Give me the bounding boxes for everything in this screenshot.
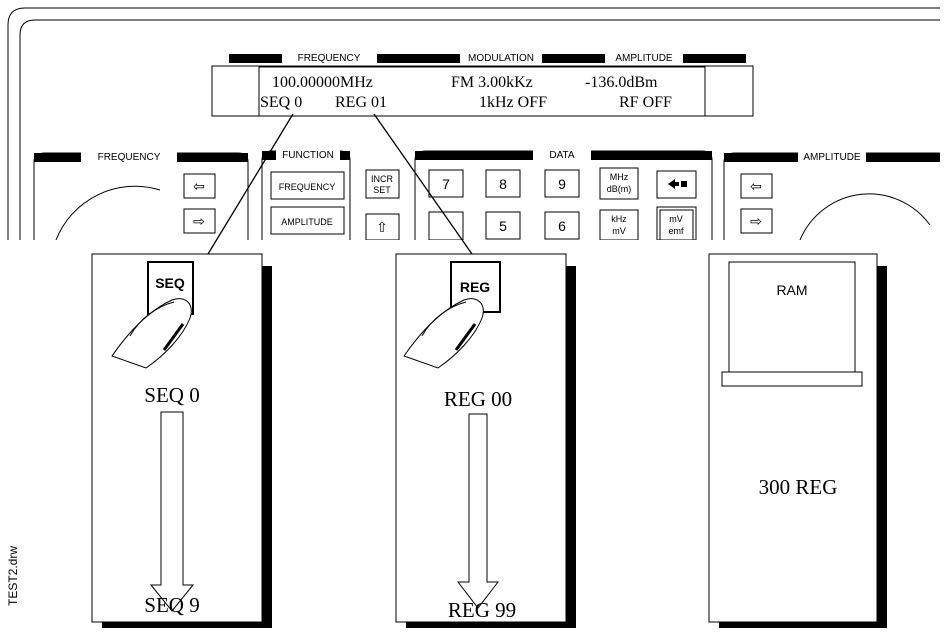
left-arrow-icon: ⇦ xyxy=(193,178,205,194)
reg-end-label: REG 99 xyxy=(448,598,516,622)
display-mod-status: 1kHz OFF xyxy=(479,94,547,111)
mhz-key-line2: dB(m) xyxy=(607,184,632,194)
amplitude-knob[interactable] xyxy=(799,193,931,241)
seq-end-label: SEQ 9 xyxy=(144,593,199,617)
finger-icon xyxy=(111,298,192,369)
seq-key-label: SEQ xyxy=(155,275,185,291)
data-panel-label: DATA xyxy=(549,150,575,161)
frequency-panel: FREQUENCY ⇦ ⇨ xyxy=(33,150,249,241)
key-8-label: 8 xyxy=(499,176,507,192)
frequency-function-key[interactable] xyxy=(270,171,345,200)
frequency-function-key-label: FREQUENCY xyxy=(279,182,336,192)
display-header: FREQUENCY MODULATION AMPLITUDE xyxy=(229,51,746,64)
display-seq: SEQ 0 xyxy=(260,94,302,111)
lcd-display: 100.00000MHz FM 3.00kKz -136.0dBm SEQ 0 … xyxy=(211,65,754,117)
key-5[interactable] xyxy=(485,211,521,240)
key-6[interactable] xyxy=(544,211,580,240)
reg-card: REG REG 00 REG 99 xyxy=(395,253,576,628)
display-header-amplitude: AMPLITUDE xyxy=(615,53,673,64)
amplitude-panel: AMPLITUDE ⇦ ⇨ xyxy=(723,150,940,241)
down-arrow-icon xyxy=(149,411,195,612)
function-panel: FUNCTION FREQUENCY AMPLITUDE INCR SET ⇧ xyxy=(261,148,400,241)
seq-card: SEQ SEQ 0 SEQ 9 xyxy=(91,253,272,628)
frequency-panel-label: FREQUENCY xyxy=(98,152,161,163)
display-frequency: 100.00000MHz xyxy=(272,74,373,91)
display-reg: REG 01 xyxy=(335,94,387,111)
ram-card: RAM 300 REG xyxy=(708,253,887,628)
seq-start-label: SEQ 0 xyxy=(144,383,199,407)
khz-key[interactable] xyxy=(599,209,639,241)
backspace-icon xyxy=(668,179,687,189)
amplitude-function-key-label: AMPLITUDE xyxy=(281,217,333,227)
ram-label: RAM xyxy=(776,282,807,298)
mv-key-line1: mV xyxy=(669,214,683,224)
seq-callout-line xyxy=(207,113,294,255)
finger-icon xyxy=(403,298,484,369)
amplitude-left-button[interactable] xyxy=(740,173,773,199)
reg-callout-line xyxy=(373,113,473,255)
mhz-key-line1: MHz xyxy=(610,172,629,182)
display-modulation: FM 3.00kKz xyxy=(451,74,533,91)
frequency-right-button[interactable] xyxy=(183,208,216,234)
ram-capacity-label: 300 REG xyxy=(759,475,838,499)
reg-key-label: REG xyxy=(460,279,490,295)
function-panel-label: FUNCTION xyxy=(282,150,334,161)
instrument-outline xyxy=(7,7,940,240)
key-9-label: 9 xyxy=(558,176,566,192)
amplitude-panel-label: AMPLITUDE xyxy=(803,152,861,163)
frequency-knob[interactable] xyxy=(55,185,161,241)
incr-set-key[interactable] xyxy=(365,169,400,199)
mv-emf-key[interactable] xyxy=(656,206,697,241)
display-rf-status: RF OFF xyxy=(619,94,672,111)
display-amplitude: -136.0dBm xyxy=(585,74,658,91)
amplitude-right-button[interactable] xyxy=(740,208,773,234)
key-9[interactable] xyxy=(544,169,580,198)
display-header-modulation: MODULATION xyxy=(468,53,534,64)
reg-start-label: REG 00 xyxy=(444,387,512,411)
key-6-label: 6 xyxy=(558,218,566,234)
mv-key-line2: emf xyxy=(668,226,684,236)
frequency-left-button[interactable] xyxy=(183,173,216,199)
incr-set-key-line2: SET xyxy=(373,185,391,195)
data-panel: DATA 7 8 9 MHz dB(m) 5 6 kHz mV mV emf xyxy=(414,148,713,241)
up-arrow-icon: ⇧ xyxy=(376,219,388,235)
key-7-label: 7 xyxy=(442,176,450,192)
amplitude-function-key[interactable] xyxy=(270,206,345,235)
right-arrow-icon: ⇨ xyxy=(193,213,205,229)
ram-chip-icon xyxy=(721,261,863,387)
key-8[interactable] xyxy=(485,169,521,198)
incr-set-key-line1: INCR xyxy=(371,174,393,184)
key-7[interactable] xyxy=(428,169,464,198)
display-header-frequency: FREQUENCY xyxy=(298,53,361,64)
key-5-label: 5 xyxy=(499,218,507,234)
instrument-inner-outline xyxy=(19,19,940,240)
right-arrow-icon: ⇨ xyxy=(750,213,762,229)
drawing-filename: TEST2.drw xyxy=(6,546,20,606)
khz-key-line2: mV xyxy=(612,226,626,236)
down-arrow-icon xyxy=(456,413,500,609)
khz-key-line1: kHz xyxy=(611,214,627,224)
left-arrow-icon: ⇦ xyxy=(750,178,762,194)
mhz-key[interactable] xyxy=(599,167,639,200)
